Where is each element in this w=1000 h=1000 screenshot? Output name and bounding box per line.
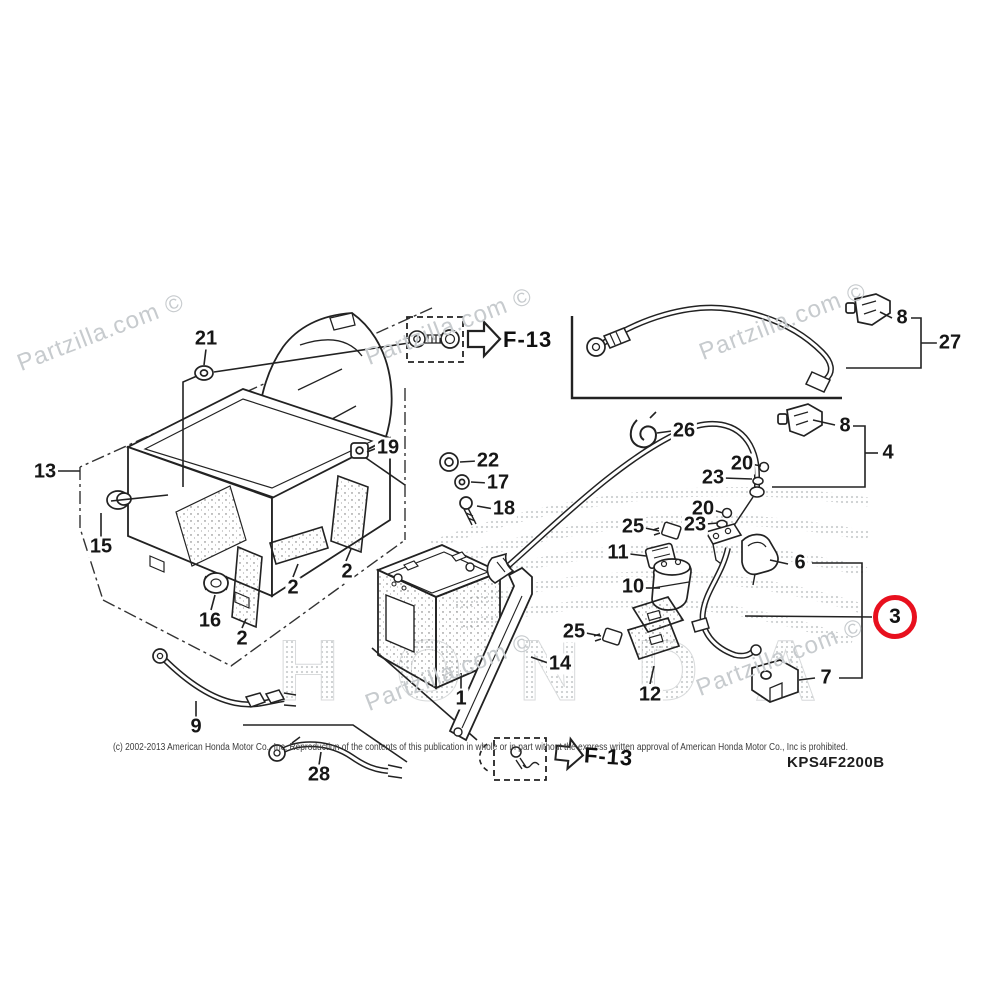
part-ref-2[interactable]: 2: [285, 576, 301, 599]
part-ref-22[interactable]: 22: [474, 449, 502, 472]
part-ref-7[interactable]: 7: [818, 666, 834, 689]
battery-strap-part: [448, 566, 533, 742]
terminal-cover-6: [741, 533, 779, 586]
pad-parts: [231, 474, 369, 629]
magnetic-switch-12: [626, 595, 685, 661]
frame-ref-arrow-top: [466, 319, 502, 359]
part-ref-13[interactable]: 13: [31, 460, 59, 483]
grommet-block-7: [751, 659, 799, 703]
part-ref-23[interactable]: 23: [699, 466, 727, 489]
copyright-text: (c) 2002-2013 American Honda Motor Co., …: [113, 742, 848, 753]
frame-ref-bolt-box-bottom: [478, 737, 547, 781]
battery-ground-cable-3: [691, 547, 762, 659]
part-ref-18[interactable]: 18: [490, 497, 518, 520]
group-boundary-chain-lines: [79, 307, 433, 667]
part-ref-8[interactable]: 8: [837, 414, 853, 437]
part-ref-15[interactable]: 15: [87, 535, 115, 558]
wire-clamp-26: [629, 411, 658, 449]
part-ref-16[interactable]: 16: [196, 609, 224, 632]
part-ref-2[interactable]: 2: [339, 560, 355, 583]
nut-21: [194, 365, 214, 381]
fasteners-22-17-18: [439, 452, 477, 526]
part-ref-25[interactable]: 25: [619, 515, 647, 538]
frame-ref-label-bottom[interactable]: F-13: [583, 742, 635, 771]
part-ref-20[interactable]: 20: [689, 497, 717, 520]
starter-cable-27: [586, 304, 834, 393]
part-ref-10[interactable]: 10: [619, 575, 647, 598]
part-ref-6[interactable]: 6: [792, 551, 808, 574]
part-ref-25[interactable]: 25: [560, 620, 588, 643]
part-ref-8[interactable]: 8: [894, 306, 910, 329]
part-ref-28[interactable]: 28: [305, 763, 333, 786]
frame-ref-arrow-bottom: [554, 736, 585, 772]
part-ref-2[interactable]: 2: [234, 627, 250, 650]
part-ref-23[interactable]: 23: [681, 513, 709, 536]
grommet-16: [203, 572, 229, 594]
nut-19: [350, 442, 369, 459]
part-ref-4[interactable]: 4: [880, 441, 896, 464]
highlighted-part-ref-3[interactable]: 3: [873, 595, 917, 639]
part-ref-1[interactable]: 1: [453, 687, 469, 710]
frame-ref-label-top[interactable]: F-13: [503, 327, 553, 352]
terminal-cover-8-top: [845, 293, 891, 326]
part-ref-20[interactable]: 20: [728, 452, 756, 475]
part-ref-21[interactable]: 21: [192, 327, 220, 350]
battery-cable-28: [268, 736, 403, 779]
ground-cable-9: [152, 648, 297, 708]
part-ref-17[interactable]: 17: [484, 471, 512, 494]
part-ref-12[interactable]: 12: [636, 683, 664, 706]
part-ref-19[interactable]: 19: [374, 436, 402, 459]
part-ref-14[interactable]: 14: [546, 652, 574, 675]
part-ref-9[interactable]: 9: [188, 715, 204, 738]
part-ref-27[interactable]: 27: [936, 331, 964, 354]
frame-ref-bolt-box-top: [406, 316, 464, 363]
diagram-code: KPS4F2200B: [787, 754, 885, 771]
part-ref-11[interactable]: 11: [605, 541, 631, 564]
terminal-cover-8-mid: [777, 403, 823, 437]
part-ref-26[interactable]: 26: [670, 419, 698, 442]
starter-relay-10: [651, 558, 692, 611]
